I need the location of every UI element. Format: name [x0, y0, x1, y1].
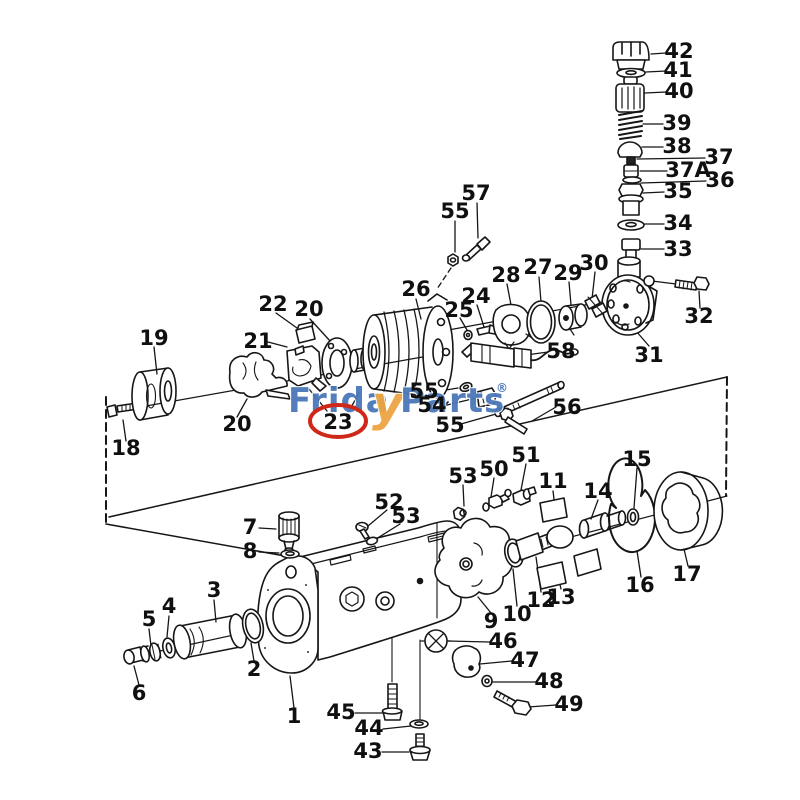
part-label-26: 26 — [401, 277, 430, 301]
part-label-31: 31 — [634, 343, 663, 367]
part-label-32: 32 — [684, 304, 713, 328]
part-label-34: 34 — [663, 211, 692, 235]
part-label-40: 40 — [664, 79, 693, 103]
part-governor-housing — [584, 256, 710, 336]
part-label-16: 16 — [625, 573, 654, 597]
part-overflow-fitting — [278, 511, 300, 559]
part-label-9: 9 — [484, 609, 499, 633]
part-label-27: 27 — [523, 255, 552, 279]
part-label-55: 55 — [435, 413, 464, 437]
part-pump-housing — [256, 520, 462, 674]
part-solenoid-58 — [461, 342, 579, 369]
part-cam-drum-26 — [362, 293, 454, 411]
part-label-24: 24 — [461, 284, 490, 308]
part-label-29: 29 — [553, 261, 582, 285]
part-delivery-valve-stack — [612, 41, 650, 259]
part-label-22: 22 — [258, 292, 287, 316]
part-delivery-holder-group — [123, 608, 265, 665]
part-label-20: 20 — [294, 297, 323, 321]
part-governor-shaft-group — [106, 321, 370, 421]
part-label-41: 41 — [663, 58, 692, 82]
part-label-53: 53 — [448, 464, 477, 488]
diagram-artwork — [105, 41, 728, 761]
part-label-30: 30 — [579, 251, 608, 275]
part-label-38: 38 — [662, 134, 691, 158]
part-screw-57-washer-55 — [447, 236, 491, 267]
part-label-11: 11 — [538, 469, 567, 493]
part-label-17: 17 — [672, 562, 701, 586]
part-label-53: 53 — [391, 504, 420, 528]
part-lower-fasteners — [381, 629, 532, 761]
part-label-39: 39 — [662, 111, 691, 135]
part-label-5: 5 — [142, 607, 157, 631]
part-label-3: 3 — [207, 578, 222, 602]
watermark-text: Frida — [288, 381, 390, 421]
part-drive-shaft-group — [434, 457, 724, 599]
part-label-18: 18 — [111, 436, 140, 460]
part-label-49: 49 — [554, 692, 583, 716]
part-label-25: 25 — [444, 298, 473, 322]
part-label-12: 12 — [526, 588, 555, 612]
part-label-37A: 37A — [665, 158, 711, 182]
part-label-57: 57 — [461, 181, 490, 205]
highlight-circle — [308, 403, 368, 439]
part-label-51: 51 — [511, 443, 540, 467]
part-label-58: 58 — [546, 339, 575, 363]
part-label-55: 55 — [409, 379, 438, 403]
part-label-37: 37 — [704, 145, 733, 169]
part-label-15: 15 — [622, 447, 651, 471]
part-label-28: 28 — [491, 263, 520, 287]
part-label-2: 2 — [247, 657, 262, 681]
part-label-6: 6 — [132, 681, 147, 705]
part-coupling-row — [463, 300, 588, 350]
part-label-14: 14 — [583, 479, 612, 503]
part-small-fittings — [355, 486, 537, 546]
part-label-7: 7 — [243, 515, 258, 539]
part-label-46: 46 — [488, 629, 517, 653]
part-label-20: 20 — [222, 412, 251, 436]
part-label-35: 35 — [663, 179, 692, 203]
part-label-48: 48 — [534, 669, 563, 693]
part-label-44: 44 — [354, 716, 383, 740]
part-label-13: 13 — [546, 585, 575, 609]
part-label-56: 56 — [552, 395, 581, 419]
watermark-text: ® — [496, 381, 509, 395]
part-label-33: 33 — [663, 237, 692, 261]
part-label-8: 8 — [243, 539, 258, 563]
part-label-55: 55 — [440, 199, 469, 223]
part-label-42: 42 — [664, 39, 693, 63]
part-label-52: 52 — [374, 490, 403, 514]
part-label-21: 21 — [243, 329, 272, 353]
part-label-10: 10 — [502, 602, 531, 626]
watermark-text: y — [372, 376, 405, 432]
part-fastener-row-54-56 — [459, 380, 565, 435]
part-label-1: 1 — [287, 704, 302, 728]
part-label-36: 36 — [705, 168, 734, 192]
part-label-54: 54 — [417, 393, 446, 417]
part-label-23: 23 — [323, 410, 352, 434]
part-label-47: 47 — [510, 648, 539, 672]
part-label-43: 43 — [353, 739, 382, 763]
part-label-4: 4 — [162, 594, 177, 618]
part-label-50: 50 — [479, 457, 508, 481]
part-label-19: 19 — [139, 326, 168, 350]
watermark-text: Parts — [400, 381, 505, 421]
part-label-45: 45 — [326, 700, 355, 724]
